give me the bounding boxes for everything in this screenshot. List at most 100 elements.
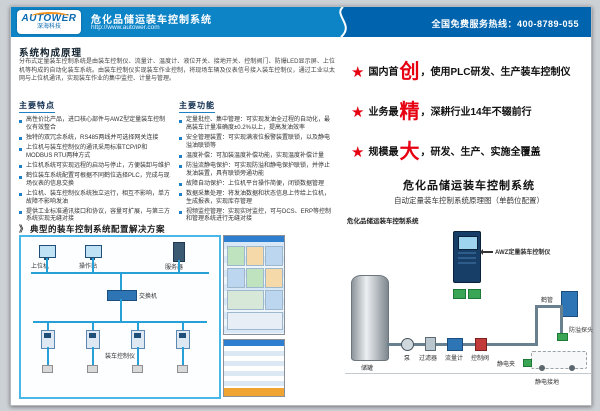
net-line	[92, 258, 94, 272]
function-item: 故障自动保护：上位机平台操作简便，闭锁数据管理	[179, 181, 335, 189]
flow-meter-label: 流量计	[445, 356, 464, 362]
star-icon: ★	[351, 64, 365, 81]
storage-tank-icon	[351, 275, 389, 361]
net-line	[92, 347, 94, 365]
control-valve-icon	[475, 338, 487, 351]
net-line	[120, 273, 122, 290]
website-url: http://www.autower.com	[91, 24, 160, 31]
field-device-icon	[42, 365, 53, 373]
functions-title: 主要功能	[179, 100, 215, 113]
controllers-label: 装车控制仪	[104, 354, 135, 360]
highlight-prefix: 业务最	[368, 107, 399, 118]
arm-pipe	[535, 305, 563, 308]
screenshot-titlebar	[224, 236, 284, 242]
loading-process-diagram: 危化品储运装车控制系统 AWZ定量装车控制仪 储罐 泵 过滤器 流量计 控制阀	[345, 213, 593, 401]
function-item: 数据采集处理：将发油数据和状态信息上传给上位机，生成报表，实现库存管理	[179, 191, 335, 206]
net-line	[92, 322, 94, 330]
flow-meter-icon	[447, 338, 463, 351]
header-background	[11, 7, 591, 37]
functions-column: 主要功能 定量批控、集中管理：可实现发油全过程的自动化，最高装车计量准确度±0.…	[179, 95, 335, 227]
function-item: 防溢流静电保护：可实现防溢和静电保护联锁，并停止发油装置，具有联锁旁通功能	[179, 163, 335, 178]
features-title: 主要特点	[19, 100, 55, 113]
net-line	[120, 299, 122, 321]
pc2-label: 操作站	[79, 264, 98, 270]
ground-line	[345, 373, 591, 374]
net-line	[47, 347, 49, 365]
logo-subtext: 深海科技	[36, 24, 61, 30]
brochure-page: AUTOWER 深海科技 危化品储运装车控制系统 http://www.auto…	[10, 6, 593, 406]
net-line	[47, 322, 49, 330]
net-bus-bottom	[33, 321, 207, 323]
right-diagram-subtitle: 自动定量装车控制系统原理图（单鹤位配置）	[394, 196, 544, 205]
network-topology-diagram: 上位机 操作站 服务器 交换机 装车控制仪	[19, 235, 221, 399]
highlight-prefix: 国内首	[368, 67, 399, 78]
mimic-panel	[246, 246, 264, 266]
control-valve-label: 控制阀	[471, 356, 490, 362]
mimic-panel	[227, 290, 264, 310]
server-label: 服务器	[165, 265, 184, 271]
net-bus-top	[31, 272, 209, 274]
header-bar: AUTOWER 深海科技 危化品储运装车控制系统 http://www.auto…	[11, 7, 591, 37]
chevron-icon: 》	[19, 224, 29, 234]
diagram-header-label: 危化品储运装车控制系统	[347, 218, 419, 225]
tank-label: 储罐	[361, 366, 374, 372]
screenshot-monitoring-ui	[223, 235, 285, 335]
field-device-icon	[132, 365, 143, 373]
features-list: 高性价比产品，进口核心部件与AWZ型定量装车控制仪有效整合 独特的双冗余系统，R…	[19, 117, 171, 224]
switch-icon	[107, 290, 137, 301]
cabinet-panel	[458, 252, 476, 266]
static-clamp-label: 静电夹	[497, 362, 516, 368]
logo-swoosh-icon	[31, 12, 69, 21]
server-icon	[173, 242, 185, 262]
alarm-box-icon	[453, 289, 466, 299]
mimic-panel	[265, 246, 283, 266]
screenshot-table	[224, 346, 284, 388]
section-title-principle: 系统构成原理	[19, 48, 83, 59]
company-logo: AUTOWER 深海科技	[17, 10, 81, 34]
field-device-icon	[87, 365, 98, 373]
mimic-panel	[227, 312, 283, 330]
overfill-probe-icon	[557, 333, 568, 341]
static-clamp-icon	[523, 359, 532, 367]
highlight-bigchar: 精	[399, 101, 420, 123]
highlight-suffix: ，研发、生产、实施全覆盖	[420, 147, 541, 158]
net-line	[182, 347, 184, 365]
star-icon: ★	[351, 104, 365, 121]
right-system-title: 危化品储运装车控制系统	[403, 180, 535, 192]
principle-paragraph: 分布式定量装车控制系统是由装车控制仪、流量计、温度计、液位开关、接地开关、控制阀…	[19, 59, 335, 83]
cabinet-screen	[458, 236, 478, 250]
filter-label: 过滤器	[419, 356, 438, 362]
net-line	[137, 322, 139, 330]
alarm-box-icon	[468, 289, 481, 299]
document-title: 危化品储运装车控制系统	[91, 15, 212, 26]
field-controller-icon	[561, 291, 578, 317]
mimic-panel	[227, 246, 245, 266]
service-hotline: 全国免费服务热线：400-8789-055	[431, 19, 579, 29]
truck-wheel	[569, 365, 575, 371]
highlight-prefix: 规模最	[368, 147, 399, 158]
screenshot-titlebar	[224, 340, 284, 346]
highlight-bigchar: 大	[399, 141, 420, 163]
function-item: 视频监控管理：实现实时监控，可与DCS、ERP等控制和管理系统进行无缝对接	[179, 209, 335, 224]
solution-heading: 》典型的装车控制系统配置解决方案	[19, 223, 165, 235]
net-line	[46, 258, 48, 272]
highlight-row-1: ★国内首创，使用PLC研发、生产装车控制仪	[351, 55, 593, 84]
control-cabinet-icon	[453, 231, 481, 283]
pump-icon	[401, 338, 414, 351]
function-item: 安全管理装置：可实现满液位报警装置联锁，以及静电溢油联锁等	[179, 135, 335, 150]
star-icon: ★	[351, 144, 365, 161]
highlight-row-3: ★规模最大，研发、生产、实施全覆盖	[351, 135, 593, 164]
field-device-icon	[177, 365, 188, 373]
workstation-icon	[85, 245, 102, 260]
mimic-panel	[246, 268, 264, 288]
solution-title-text: 典型的装车控制系统配置解决方案	[30, 224, 166, 234]
function-item: 温度补偿：可加装温度补偿功能，实现温度补偿计量	[179, 153, 335, 161]
loading-arm-label: 鹤管	[541, 298, 554, 304]
feature-item: 上位机与装车控制仪的通讯采用标准TCP/IP和MODBUS RTU两种方式	[19, 145, 171, 160]
mimic-panel	[265, 290, 283, 310]
truck-wheel	[539, 365, 545, 371]
feature-item: 提供工业标准通讯接口和协议，容量可扩展，与第三方系统实现无缝对接	[19, 209, 171, 224]
feature-item: 独特的双冗余系统，RS485两线并可选择网关连接	[19, 135, 171, 143]
highlight-suffix: ，深耕行业14年不辍前行	[420, 107, 532, 118]
highlight-bigchar: 创	[399, 61, 420, 83]
